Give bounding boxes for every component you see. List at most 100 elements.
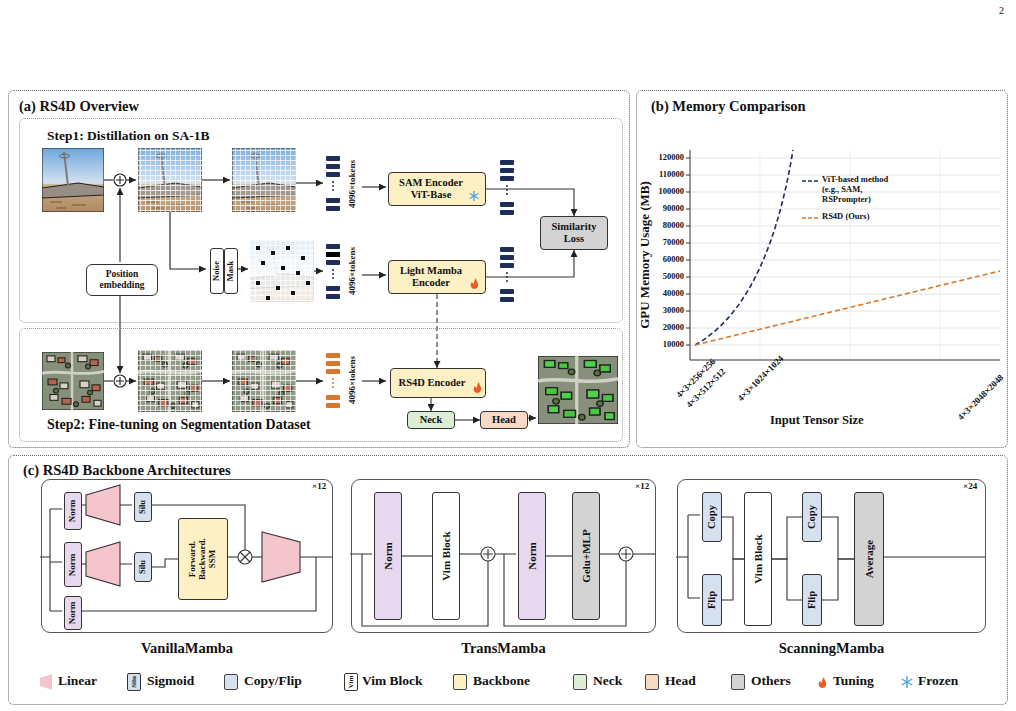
- svg-shape: [262, 532, 300, 582]
- legend-icon: Silu: [127, 673, 141, 691]
- silu-box: Silu: [134, 492, 152, 522]
- connector: [152, 559, 178, 567]
- legend-text: Backbone: [473, 673, 530, 689]
- svg-shape: [474, 382, 482, 393]
- svg-shape: [120, 505, 132, 564]
- svg-shape: [470, 191, 479, 201]
- box-text: Head: [492, 414, 516, 426]
- box-text: Noise: [212, 250, 221, 292]
- axis-title: GPU Memory Usage (MB): [638, 181, 653, 329]
- svg-shape: [690, 158, 1000, 345]
- architecture-name: TransMamba: [352, 640, 655, 657]
- legend-text: Tuning: [833, 673, 874, 689]
- legend-swatch: [573, 674, 587, 690]
- svg-shape: [116, 377, 124, 385]
- svg-shape: [271, 251, 275, 255]
- box-text: Copy: [806, 494, 818, 540]
- tick-label: 110000: [659, 170, 684, 180]
- legend-text: Sigmoid: [147, 673, 194, 689]
- svg-shape: [40, 509, 62, 611]
- svg-shape: [598, 553, 619, 554]
- svg-shape: [202, 380, 230, 381]
- tick-label: 50000: [663, 272, 684, 282]
- svg-shape: [500, 160, 514, 215]
- svg-shape: [114, 375, 126, 387]
- legend-text: Linear: [58, 673, 97, 689]
- svg-shape: [250, 240, 314, 302]
- ssm-box: Forward. Backward. SSM: [178, 518, 228, 600]
- box-text: Norm: [68, 598, 78, 628]
- svg-shape: [296, 271, 300, 275]
- svg-shape: [232, 350, 296, 412]
- svg-shape: [471, 278, 479, 289]
- architecture-wires: [40, 485, 985, 626]
- connector: [822, 517, 854, 559]
- svg-shape: [170, 212, 206, 269]
- svg-shape: [104, 179, 113, 180]
- token-count: 4096×tokens: [347, 356, 357, 404]
- connector: [455, 419, 480, 420]
- token-count: 4096×tokens: [347, 247, 357, 295]
- panel-heading: Step1: Distillation on SA-1B: [47, 128, 209, 144]
- box-text: Norm: [68, 494, 78, 528]
- copy-box: Copy: [802, 492, 822, 542]
- svg-shape: [902, 676, 912, 688]
- svg-shape: [138, 148, 202, 212]
- connector: [722, 517, 744, 559]
- average-box: Average: [854, 492, 884, 626]
- legend-text: Others: [751, 673, 791, 689]
- svg-shape: [86, 485, 120, 525]
- svg-shape: [138, 350, 202, 412]
- box-text: Position embedding: [87, 269, 157, 290]
- overview-illustration: [42, 148, 618, 424]
- svg-shape: [483, 549, 493, 559]
- svg-shape: [232, 148, 296, 212]
- box-text: Norm: [526, 494, 538, 618]
- box-text: Vim Block: [440, 494, 452, 618]
- box-text: Similarity Loss: [541, 221, 607, 245]
- svg-shape: [802, 180, 818, 182]
- svg-shape: [238, 550, 252, 564]
- axis-title: Input Tensor Size: [770, 413, 864, 427]
- architecture-box: ScanningMambaCopyFlipVim BlockCopyFlipAv…: [677, 479, 986, 633]
- svg-shape: [104, 380, 113, 381]
- neck-box: Neck: [407, 411, 455, 429]
- box-text: Average: [863, 494, 875, 624]
- legend-swatch: [453, 674, 467, 690]
- panel-heading: (b) Memory Comparison: [651, 98, 806, 115]
- box-text: Mask: [226, 250, 235, 292]
- tick-label: 20000: [663, 323, 684, 333]
- tick-label: 40000: [663, 289, 684, 299]
- tick-label: 4×3×1024×1024: [736, 353, 786, 403]
- norm-box: Norm: [518, 492, 546, 620]
- svg-shape: [114, 174, 126, 186]
- box-text: Gelu+MLP: [580, 494, 592, 618]
- legend-text: Copy/Flip: [244, 673, 302, 689]
- flip-box: Flip: [802, 574, 822, 626]
- svg-shape: [256, 281, 260, 285]
- architecture-box: VanillaMambaNormSiluNormSiluForward. Bac…: [41, 479, 333, 633]
- page-number: 2: [999, 5, 1004, 17]
- noise-box: Noise: [210, 248, 224, 294]
- tick-label: 4×3×2048×2048: [956, 372, 1006, 422]
- panel-heading: Step2: Fine-tuning on Segmentation Datas…: [47, 417, 311, 433]
- svg-shape: [314, 270, 323, 271]
- vim-block: Vim Block: [432, 492, 460, 620]
- svg-shape: [619, 547, 633, 561]
- overview-panel: (a) RS4D OverviewStep1: Distillation on …: [8, 90, 630, 448]
- box-text: SAM Encoder ViT-Base: [389, 177, 473, 201]
- box-text: Silu: [138, 554, 147, 580]
- connector: [402, 555, 432, 556]
- svg-shape: [695, 150, 793, 345]
- svg-shape: [202, 179, 230, 180]
- svg-shape: [882, 556, 985, 557]
- svg-shape: [633, 553, 655, 554]
- tick-label: 60000: [663, 255, 684, 265]
- legend-text: Head: [665, 673, 696, 689]
- svg-shape: [802, 217, 818, 219]
- svg-shape: [281, 266, 285, 270]
- legend-text: Frozen: [918, 673, 958, 689]
- svg-shape: [86, 542, 120, 586]
- legend-text: Vim Block: [362, 673, 423, 689]
